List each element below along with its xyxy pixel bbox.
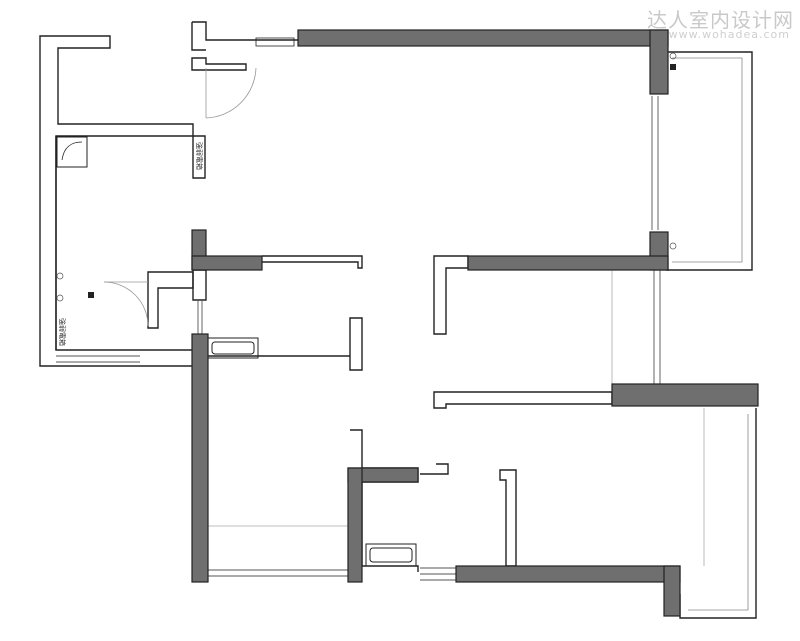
top-balcony-inner xyxy=(672,57,743,263)
entrance-frame xyxy=(191,57,247,71)
upper-bathtub xyxy=(207,337,259,359)
bathroom-door-swing xyxy=(103,281,149,327)
bathroom-wall xyxy=(147,271,194,329)
light-switch-icon xyxy=(669,52,677,60)
bottom-window xyxy=(208,569,348,577)
lower-bathtub-inner xyxy=(369,547,413,563)
right-window xyxy=(653,270,661,384)
wall-right-horizontal xyxy=(611,383,759,407)
bedroom-upper-wall xyxy=(262,255,363,269)
entrance-wall-stub xyxy=(191,21,300,51)
top-balcony-outline xyxy=(666,51,753,271)
wall-left-long xyxy=(191,333,209,583)
bathroom-door-frame xyxy=(192,269,207,301)
left-exterior-wall xyxy=(39,35,206,367)
wall-bottom-right-pillar xyxy=(663,565,681,617)
center-wall-left xyxy=(433,255,469,335)
wall-top-right-pillar xyxy=(649,29,669,95)
socket-icon xyxy=(88,292,94,298)
watermark-url: www.wohadea.com xyxy=(668,28,790,41)
right-balcony-inner xyxy=(688,414,749,611)
wall-bottom xyxy=(455,565,681,583)
bottom-window-2 xyxy=(420,567,456,581)
meter-box-label-bottom: 強弱電箱 xyxy=(58,318,67,346)
light-switch-icon xyxy=(669,242,677,250)
light-switch-icon xyxy=(56,272,64,280)
light-switch-icon xyxy=(56,294,64,302)
washing-machine xyxy=(56,136,88,168)
mid-left-window xyxy=(197,300,203,340)
upper-bathtub-inner xyxy=(211,341,255,355)
watermark-title: 达人室内设计网 xyxy=(647,8,794,32)
entrance-door-swing xyxy=(205,67,257,119)
entrance-shoe-cabinet xyxy=(255,37,295,47)
lower-partition xyxy=(499,469,517,567)
corridor-wall xyxy=(433,391,613,409)
top-right-window xyxy=(651,96,659,230)
socket-icon xyxy=(670,64,676,70)
wall-upper-left-horizontal xyxy=(191,255,263,271)
bedroom-divider xyxy=(206,317,363,371)
meter-box-label-top: 強弱電箱 xyxy=(195,142,204,170)
left-bottom-window xyxy=(56,355,140,363)
lower-bathtub xyxy=(365,543,417,567)
wall-lower-inner-vertical xyxy=(347,467,363,583)
wall-top xyxy=(297,29,669,47)
washing-machine-detail xyxy=(61,141,83,161)
lower-closet-stub xyxy=(420,463,449,475)
right-balcony-outline xyxy=(679,408,757,619)
wall-center-horizontal xyxy=(467,255,669,271)
